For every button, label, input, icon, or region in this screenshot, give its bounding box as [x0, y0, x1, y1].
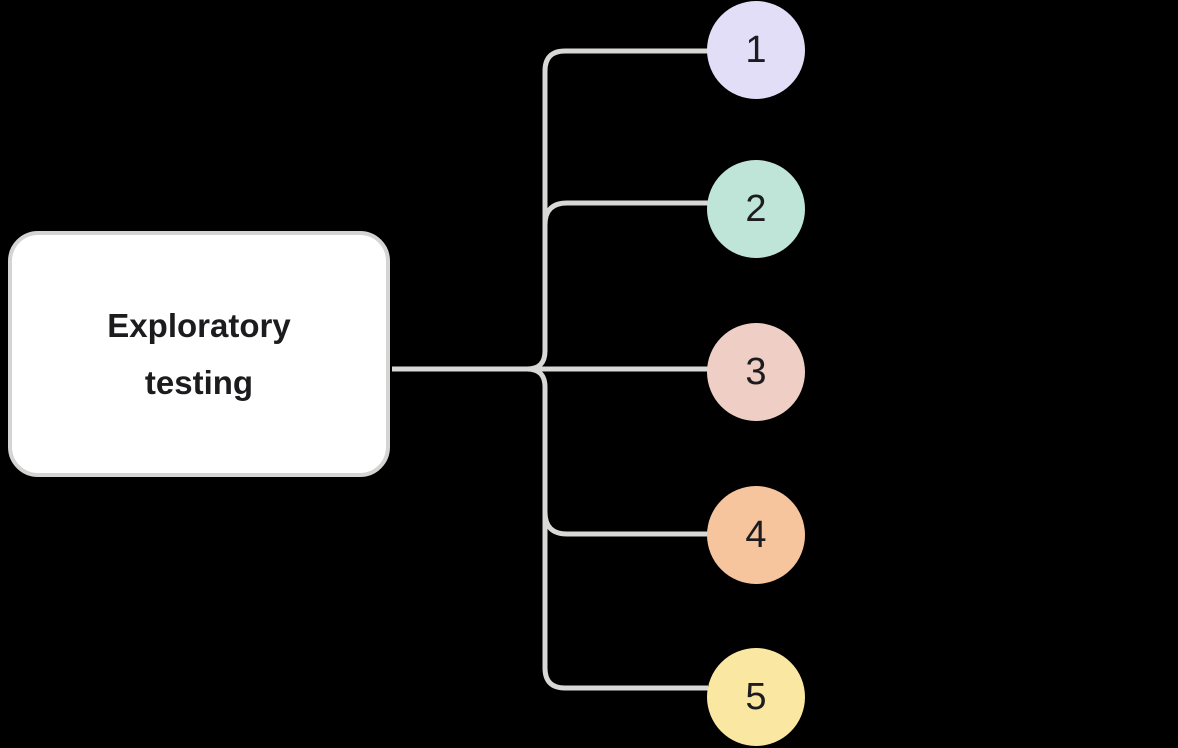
root-node-exploratory-testing[interactable]: Exploratory testing [8, 231, 390, 477]
child-node-4[interactable]: 4 [707, 486, 805, 584]
child-node-2-label: 2 [745, 187, 767, 230]
child-node-3[interactable]: 3 [707, 323, 805, 421]
root-node-label-line2: testing [144, 364, 254, 401]
child-node-4-label: 4 [745, 513, 767, 556]
child-node-2[interactable]: 2 [707, 160, 805, 258]
child-node-1-label: 1 [745, 28, 767, 71]
child-node-5-label: 5 [745, 675, 767, 718]
child-node-3-label: 3 [745, 350, 767, 393]
root-node-label-line1: Exploratory [107, 307, 291, 344]
connector-trunk-down-to-child-5 [526, 366, 708, 691]
connector-trunk-up-to-child-1 [526, 48, 708, 372]
child-node-5[interactable]: 5 [707, 648, 805, 746]
connector-branch-to-child-4 [542, 511, 708, 537]
child-node-1[interactable]: 1 [707, 1, 805, 99]
connector-branch-to-child-2 [542, 200, 708, 226]
